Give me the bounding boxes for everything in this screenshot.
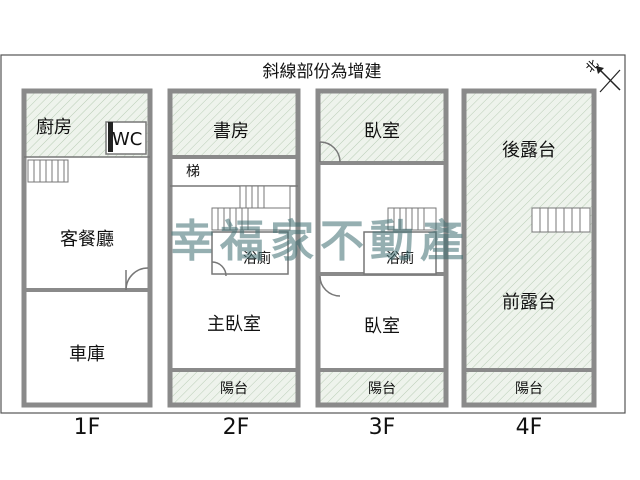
terrace-hatch	[464, 91, 594, 405]
bedroom-top-label: 臥室	[364, 121, 400, 142]
stairs-3f	[387, 207, 437, 231]
bedroom-top-hatch	[318, 91, 446, 163]
study-hatch	[170, 91, 298, 157]
floor-4f: 後露台 前露台 陽台 4F	[461, 88, 597, 440]
diagram-title: 斜線部份為增建	[263, 62, 382, 82]
kitchen-label: 廚房	[36, 116, 72, 138]
floor-1f: 廚房 WC 客餐廳 車庫 1F	[21, 88, 153, 440]
watermark-text: 幸福家不動產	[170, 216, 470, 267]
front-terrace-label: 前露台	[502, 292, 556, 313]
study-label: 書房	[213, 121, 249, 142]
bathroom-3f-label: 浴廁	[386, 250, 414, 267]
stairs-1f	[27, 159, 69, 183]
wc-label: WC	[112, 129, 142, 150]
north-compass: 北	[583, 57, 621, 93]
floor-3f-wall	[315, 88, 449, 408]
bathroom-2f	[211, 231, 289, 275]
stairs-label: 梯	[186, 164, 200, 180]
floor-1f-wall	[21, 88, 153, 408]
floor-3f: 臥室 浴廁 臥室 陽台 3F	[315, 88, 449, 440]
bathroom-2f-label: 浴廁	[243, 250, 271, 267]
rear-terrace-label: 後露台	[502, 140, 556, 161]
floor-1f-label: 1F	[74, 415, 101, 440]
balcony-3f-label: 陽台	[368, 381, 396, 397]
floor-3f-label: 3F	[369, 415, 396, 440]
balcony-2f-hatch	[170, 370, 298, 405]
floor-2f-label: 2F	[223, 415, 250, 440]
stairs-2f	[211, 185, 291, 231]
stairs-4f	[531, 207, 591, 233]
outer-frame	[0, 54, 626, 414]
bathroom-3f	[363, 231, 437, 275]
balcony-2f-label: 陽台	[220, 381, 248, 397]
living-dining-label: 客餐廳	[60, 229, 114, 250]
balcony-3f-hatch	[318, 370, 446, 405]
floor-4f-label: 4F	[516, 415, 543, 440]
master-bedroom-label: 主臥室	[207, 314, 261, 335]
garage-label: 車庫	[69, 344, 105, 365]
balcony-4f-label: 陽台	[515, 381, 543, 397]
floor-2f-wall	[167, 88, 301, 408]
floor-2f: 書房 梯 浴廁 主臥室 陽台 2F	[167, 88, 301, 440]
floor-4f-wall	[461, 88, 597, 408]
bedroom-bottom-label: 臥室	[364, 316, 400, 337]
